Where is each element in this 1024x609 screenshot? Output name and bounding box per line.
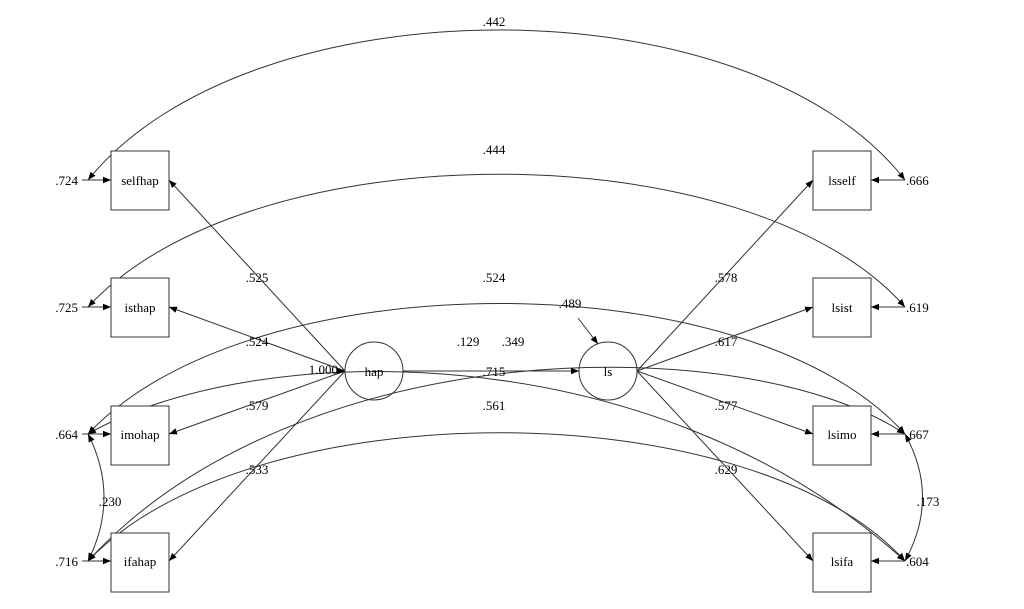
cov-arc-imohap-lsimo [87, 303, 906, 435]
error-var-lsself: .666 [906, 173, 929, 188]
cov-isthap-lsist: .444 [483, 142, 506, 157]
cov-ifahap-lsifa: .561 [483, 398, 506, 413]
observed-isthap [110, 277, 170, 338]
cov-imohap-lsimo: .524 [483, 270, 506, 285]
error-var-ifahap: .716 [55, 554, 78, 569]
error-var-imohap: .664 [55, 427, 78, 442]
loading-selfhap: .525 [246, 270, 269, 285]
label-lsimo: lsimo [828, 427, 857, 442]
observed-ifahap [110, 532, 170, 593]
observed-lsself [812, 150, 872, 211]
observed-selfhap [110, 150, 170, 211]
observed-lsifa [812, 532, 872, 593]
loading-arrow-lsimo [636, 370, 814, 435]
label-lsist: lsist [832, 300, 853, 315]
observed-imohap [110, 405, 170, 466]
cov-imohap-lsifa: .129 [457, 334, 480, 349]
error-var-lsimo: .667 [906, 427, 929, 442]
ls-disturbance: .489 [559, 296, 582, 311]
cov-arc-isthap-lsist [87, 173, 906, 308]
cov-arc-selfhap-lsself [87, 29, 906, 181]
latent-hap [344, 341, 404, 401]
path-hap-ls: .715 [483, 364, 506, 379]
cov-arc-lsimo-lsifa [904, 433, 923, 562]
label-isthap: isthap [124, 300, 155, 315]
error-var-lsist: .619 [906, 300, 929, 315]
hap-variance: 1.000 [309, 362, 338, 377]
cov-ifahap-lsimo: .349 [502, 334, 525, 349]
loading-arrow-lsself [636, 179, 814, 372]
label-lsifa: lsifa [831, 554, 854, 569]
cov-arc-imohap-ifahap [87, 433, 105, 562]
cov-lsimo-lsifa: .173 [917, 494, 940, 509]
label-ifahap: ifahap [124, 554, 156, 569]
cov-arc-ifahap-lsifa [87, 432, 906, 562]
loading-arrow-imohap [168, 370, 346, 435]
label-hap: hap [365, 364, 384, 379]
loading-lsself: .578 [715, 270, 738, 285]
label-ls: ls [604, 364, 613, 379]
error-var-isthap: .725 [55, 300, 78, 315]
label-imohap: imohap [121, 427, 160, 442]
loading-lsifa: .629 [715, 462, 738, 477]
loading-arrow-ifahap [168, 370, 346, 562]
cov-imohap-ifahap: .230 [99, 494, 122, 509]
loading-arrow-selfhap [168, 179, 346, 372]
observed-lsist [812, 277, 872, 338]
disturbance-arrow-ls [577, 317, 599, 345]
observed-lsimo [812, 405, 872, 466]
loading-imohap: .579 [246, 398, 269, 413]
cov-selfhap-lsself: .442 [483, 14, 506, 29]
loading-arrow-isthap [168, 306, 346, 372]
error-var-selfhap: .724 [55, 173, 78, 188]
cov-arc-ifahap-lsimo [87, 366, 906, 562]
loading-lsist: .617 [715, 334, 738, 349]
loading-ifahap: .533 [246, 462, 269, 477]
label-lsself: lsself [828, 173, 856, 188]
loading-lsimo: .577 [715, 398, 738, 413]
error-var-lsifa: .604 [906, 554, 929, 569]
latent-ls [578, 341, 638, 401]
loading-arrow-lsist [636, 306, 814, 372]
loading-isthap: .524 [246, 334, 269, 349]
label-selfhap: selfhap [121, 173, 159, 188]
loading-arrow-lsifa [636, 370, 814, 562]
